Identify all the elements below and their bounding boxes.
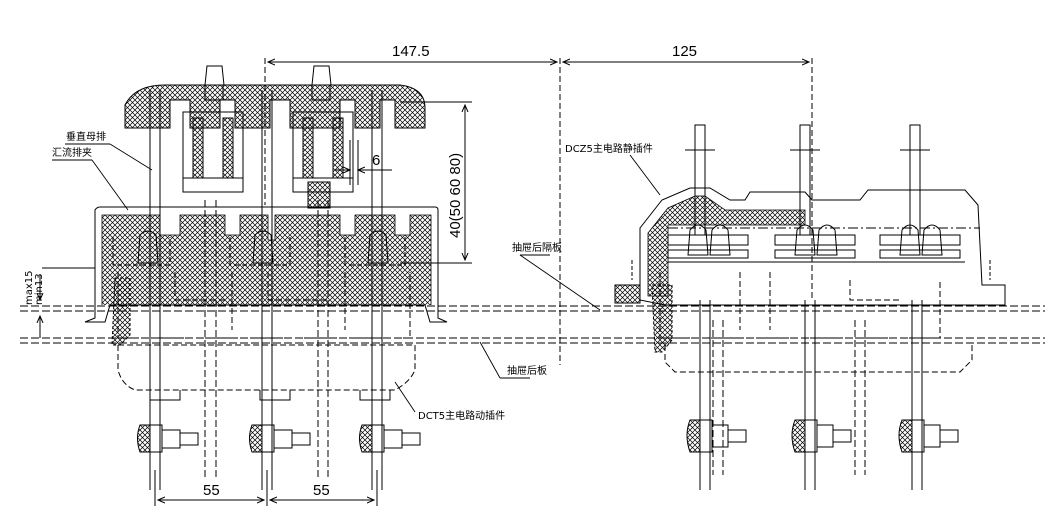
dimension-40-marks	[400, 101, 472, 264]
dimension-6: 6	[372, 152, 380, 169]
label-vertical-busbar: 垂直母排	[66, 130, 106, 143]
dimension-max15: max15	[24, 270, 35, 305]
label-busbar-clamp: 汇流排夹	[52, 146, 92, 159]
dimension-min13: min13	[34, 273, 45, 305]
dcz5-assembly	[614, 124, 1006, 490]
dimension-55-right: 55	[313, 482, 330, 499]
bottom-dimension-chain	[154, 470, 378, 506]
dimension-40-50-60-80: 40(50 60 80)	[447, 153, 464, 238]
label-drawer-rear-plate: 抽屉后板	[507, 364, 547, 377]
label-dcz5: DCZ5主电路静插件	[565, 142, 653, 155]
label-drawer-rear-partition: 抽屉后隔板	[512, 241, 562, 254]
rear-plate-lines	[20, 305, 1045, 344]
dimension-147-5: 147.5	[392, 43, 430, 60]
label-dct5: DCT5主电路动插件	[418, 409, 505, 422]
dimension-125: 125	[672, 43, 697, 60]
leader-lines	[52, 143, 661, 413]
dimension-max-min-marks	[40, 267, 95, 338]
bolt-group-left	[137, 424, 421, 453]
dct5-assembly	[84, 65, 448, 490]
dimension-55-left: 55	[203, 482, 220, 499]
dimension-6-marks	[335, 140, 392, 185]
top-dimension-chain	[264, 58, 813, 365]
